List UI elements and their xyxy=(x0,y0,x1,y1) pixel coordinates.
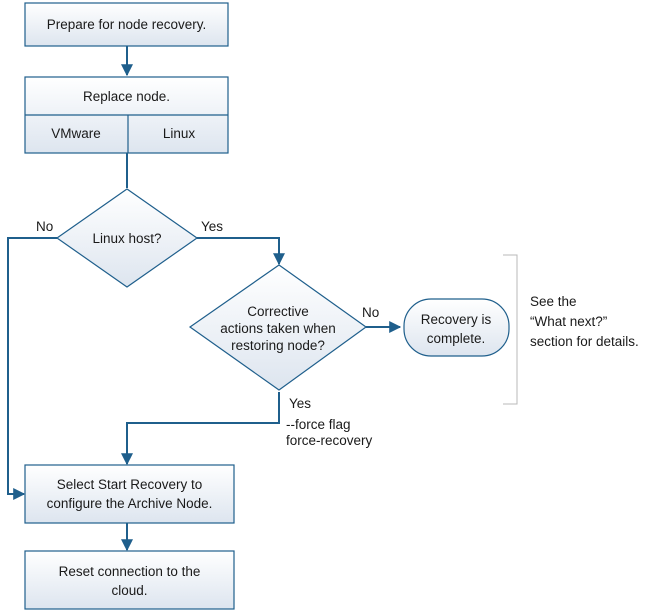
connectors xyxy=(7,46,402,552)
prepare-box xyxy=(24,2,229,47)
note-line-1: See the xyxy=(530,294,577,309)
no-left-label: No xyxy=(36,219,53,234)
linux-host-diamond xyxy=(55,188,199,288)
vmware-label: VMware xyxy=(51,126,101,141)
prepare-label: Prepare for node recovery. xyxy=(47,17,207,32)
arrow-yes-to-corrective xyxy=(197,237,285,266)
replace-label: Replace node. xyxy=(83,89,170,104)
no-right-label: No xyxy=(362,305,379,320)
reset-line-2: cloud. xyxy=(111,583,147,598)
force-flag-annotation: --force flag force-recovery xyxy=(286,417,373,448)
flag-line-1: --force flag xyxy=(286,417,351,432)
select-line-1: Select Start Recovery to xyxy=(57,477,203,492)
what-next-note: See the “What next?” section for details… xyxy=(503,254,639,405)
corrective-line-3: restoring node? xyxy=(231,338,325,353)
reset-box xyxy=(24,550,235,610)
yes-right-label: Yes xyxy=(201,219,223,234)
note-bracket xyxy=(503,254,518,405)
reset-connection-step: Reset connection to the cloud. xyxy=(24,550,235,610)
note-line-2: “What next?” xyxy=(530,314,607,329)
arrow-yes-to-select xyxy=(121,392,280,466)
corrective-diamond xyxy=(188,264,368,391)
corrective-actions-decision: Corrective actions taken when restoring … xyxy=(188,264,379,411)
select-start-recovery-step: Select Start Recovery to configure the A… xyxy=(24,464,235,524)
linux-label: Linux xyxy=(163,126,196,141)
prepare-step: Prepare for node recovery. xyxy=(24,2,229,47)
recovery-complete-terminal: Recovery is complete. xyxy=(403,298,510,357)
flag-line-2: force-recovery xyxy=(286,433,373,448)
yes-down-label: Yes xyxy=(289,396,311,411)
arrow-no-to-select xyxy=(7,237,57,500)
recovery-complete-box xyxy=(403,298,510,357)
corrective-line-1: Corrective xyxy=(247,304,309,319)
select-line-2: configure the Archive Node. xyxy=(47,496,213,511)
select-box xyxy=(24,464,235,524)
reset-line-1: Reset connection to the xyxy=(59,564,201,579)
corrective-line-2: actions taken when xyxy=(220,321,336,336)
recovery-line-2: complete. xyxy=(427,331,486,346)
linux-host-label: Linux host? xyxy=(92,231,161,246)
replace-node-step: Replace node. VMware Linux xyxy=(24,76,229,154)
recovery-line-1: Recovery is xyxy=(421,312,492,327)
note-line-3: section for details. xyxy=(530,334,639,349)
linux-host-decision: Linux host? No Yes xyxy=(36,188,223,288)
